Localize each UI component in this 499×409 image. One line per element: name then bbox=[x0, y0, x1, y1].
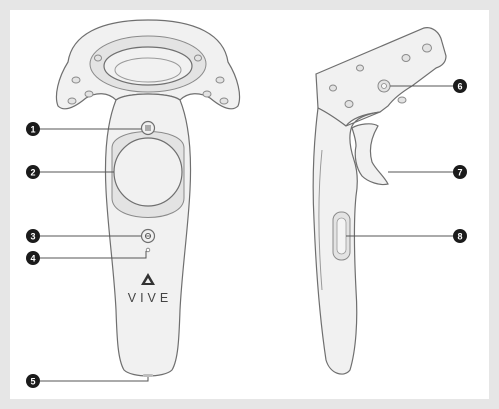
ring-inner-opening bbox=[103, 46, 193, 86]
callout-2: 2 bbox=[26, 165, 40, 179]
svg-text:2: 2 bbox=[30, 168, 35, 178]
sensor-dimple bbox=[67, 97, 77, 105]
sensor-dimple bbox=[344, 100, 354, 108]
tracking-ring-side bbox=[315, 27, 447, 127]
ring-inner-lip bbox=[114, 57, 182, 83]
svg-text:4: 4 bbox=[30, 254, 35, 264]
tracking-sensor-center bbox=[381, 83, 387, 89]
trackpad[interactable] bbox=[113, 137, 183, 207]
vive-wordmark: VIVE bbox=[128, 291, 173, 305]
svg-text:3: 3 bbox=[30, 232, 35, 242]
grip-button-inner bbox=[336, 217, 347, 255]
side-sensor-dimples bbox=[329, 43, 432, 108]
callout-markers: 1 2 3 4 5 6 7 8 bbox=[26, 79, 467, 388]
svg-text:7: 7 bbox=[457, 168, 462, 178]
sensor-dimple bbox=[422, 43, 432, 53]
sensor-dimple bbox=[401, 54, 411, 62]
sensor-dimple bbox=[215, 76, 225, 84]
callout-1: 1 bbox=[26, 122, 40, 136]
vive-logo-icon bbox=[141, 273, 155, 285]
grip-groove bbox=[318, 149, 323, 291]
sensor-dimple bbox=[202, 90, 212, 98]
callout-8: 8 bbox=[453, 229, 467, 243]
sensor-dimple bbox=[71, 76, 81, 84]
controller-side-view bbox=[312, 27, 447, 375]
sensor-dimple bbox=[94, 54, 102, 62]
sensor-dimple bbox=[397, 96, 407, 104]
sensor-dimple bbox=[356, 64, 364, 72]
sensor-dimple bbox=[219, 97, 229, 105]
sensor-dimple bbox=[329, 84, 337, 92]
callout-4: 4 bbox=[26, 251, 40, 265]
leader-lines bbox=[39, 85, 454, 382]
svg-text:8: 8 bbox=[457, 232, 462, 242]
callout-6: 6 bbox=[453, 79, 467, 93]
callout-5: 5 bbox=[26, 374, 40, 388]
controller-front-view: VIVE bbox=[55, 19, 241, 377]
sensor-dimple bbox=[84, 90, 94, 98]
micro-usb-port bbox=[143, 374, 153, 377]
sensor-dimple bbox=[194, 54, 202, 62]
callout-3: 3 bbox=[26, 229, 40, 243]
menu-icon bbox=[145, 125, 151, 131]
front-sensor-dimples bbox=[67, 54, 229, 105]
status-light bbox=[145, 247, 151, 253]
svg-text:5: 5 bbox=[30, 377, 35, 387]
leader-line-5 bbox=[39, 377, 149, 382]
callout-7: 7 bbox=[453, 165, 467, 179]
svg-text:6: 6 bbox=[457, 82, 462, 92]
leader-line-4 bbox=[39, 251, 147, 259]
svg-text:1: 1 bbox=[30, 125, 35, 135]
trigger[interactable] bbox=[351, 123, 389, 186]
